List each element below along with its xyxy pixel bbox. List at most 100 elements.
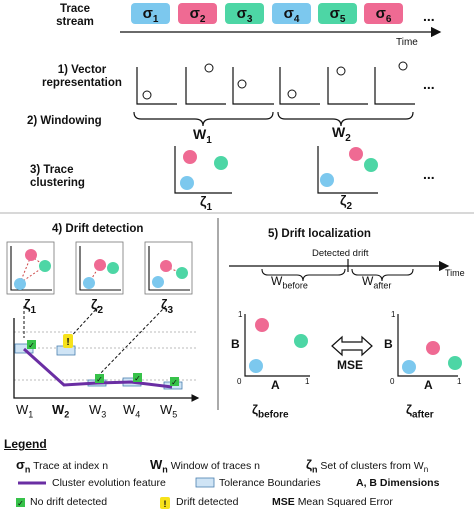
window-before-label: Wbefore: [271, 274, 308, 290]
legend-sigma: σn Trace at index n: [16, 458, 108, 477]
trace-token-4-base: σ: [283, 5, 294, 22]
check-mark-4: ✓: [134, 374, 141, 383]
zeta-before-sub: before: [258, 409, 289, 421]
trace-token-6: σ6: [364, 3, 403, 25]
trace-stream-label-line1: Trace: [59, 3, 91, 15]
x-label-w3-sub: 3: [101, 409, 107, 420]
legend-zeta: ζn Set of clusters from Wn: [306, 458, 428, 477]
window-after-base: W: [362, 274, 374, 288]
trace-token-3: σ3: [225, 3, 264, 25]
x-label-w2-sub: 2: [64, 409, 70, 420]
legend-w-base: W: [150, 457, 163, 472]
window-label-w1: W1: [193, 126, 212, 146]
drift-zeta-3-sub: 3: [167, 304, 174, 316]
trace-token-5: σ5: [318, 3, 357, 25]
step1-label-line1: 1) Vector: [57, 64, 107, 76]
x-label-w3: W3: [89, 402, 106, 420]
x-label-w2: W2: [52, 402, 69, 420]
step5-title: 5) Drift localization: [268, 228, 371, 240]
window-brace-1: [133, 111, 274, 127]
cluster-label-z1-sub: 1: [206, 201, 213, 213]
before-tick-1-x: 1: [305, 377, 310, 386]
cluster-label-z2-sub: 2: [346, 200, 353, 212]
legend-w-sub: n: [162, 464, 168, 475]
cluster-label-z1: ζ1: [200, 193, 212, 213]
step3-label-line2: clustering: [30, 177, 85, 189]
vector-plot-6: [374, 61, 415, 105]
legend-alert-mark: !: [164, 499, 167, 509]
window-label-w1-base: W: [193, 126, 207, 142]
vector-plot-5: [327, 66, 368, 105]
drift-zeta-1-base: ζ: [24, 296, 31, 312]
cluster-label-z1-base: ζ: [200, 193, 207, 209]
drift-cluster-plot-2: [75, 241, 124, 295]
cluster-plot-1: [174, 146, 232, 194]
vector-plot-1: [136, 67, 177, 105]
drift-zeta-3: ζ3: [161, 296, 173, 316]
trace-token-3-base: σ: [236, 5, 247, 22]
trace-stream-label: Trace stream: [44, 3, 106, 29]
step3-ellipsis: ...: [423, 166, 435, 182]
check-mark-5: ✓: [171, 378, 178, 387]
before-axis-a: A: [271, 378, 280, 392]
after-tick-1-y: 1: [391, 310, 396, 319]
trace-token-1-sub: 1: [152, 14, 159, 25]
before-axis-b: B: [231, 337, 240, 351]
trace-token-3-sub: 3: [246, 14, 253, 25]
legend-mse: MSE Mean Squared Error: [272, 496, 393, 509]
x-label-w4: W4: [123, 402, 140, 420]
drift-zeta-1-sub: 1: [30, 304, 37, 316]
x-label-w1-sub: 1: [28, 409, 34, 420]
drift-zeta-3-base: ζ: [161, 296, 168, 312]
trace-token-6-sub: 6: [385, 14, 392, 25]
zeta-before-label: ζbefore: [252, 402, 289, 421]
trace-stream-ellipsis: ...: [423, 8, 435, 24]
vector-plot-3: [232, 67, 274, 105]
step1-label: 1) Vector representation: [40, 64, 124, 90]
x-label-w5: W5: [160, 402, 177, 420]
step1-ellipsis: ...: [423, 76, 435, 92]
x-label-w5-base: W: [160, 402, 173, 417]
legend-window: Wn Window of traces n: [150, 458, 260, 477]
step3-label-line1: 3) Trace: [30, 164, 74, 176]
alert-mark: !: [66, 337, 69, 348]
cluster-plot-2: [317, 146, 378, 194]
drift-cluster-plot-3: [144, 241, 193, 295]
drift-zeta-2-sub: 2: [97, 304, 104, 316]
legend-cluster-text: Cluster evolution feature: [52, 477, 166, 489]
legend-sigma-base: σ: [16, 457, 25, 472]
x-label-w1-base: W: [16, 402, 29, 417]
trace-token-2-sub: 2: [199, 14, 206, 25]
check-mark-3: ✓: [96, 375, 103, 384]
legend-check-box: [16, 498, 25, 507]
drift-zeta-2: ζ2: [91, 296, 103, 316]
vector-plot-2: [185, 63, 226, 105]
after-tick-1-x: 1: [457, 377, 462, 386]
window-after-brace: [351, 268, 414, 282]
after-axis-a: A: [424, 378, 433, 392]
trace-token-1: σ1: [131, 3, 170, 25]
legend-check-text: No drift detected: [30, 496, 108, 508]
legend-w-text: Window of traces n: [170, 460, 260, 472]
trace-stream-time-label: Time: [396, 37, 418, 48]
step1-label-line2: representation: [42, 77, 122, 89]
zeta-after-label: ζafter: [406, 402, 434, 421]
legend-sigma-sub: n: [24, 464, 31, 475]
legend-z-sub: n: [312, 464, 318, 475]
mse-double-arrow: [331, 335, 373, 357]
zeta-after-sub: after: [412, 409, 434, 421]
legend-title: Legend: [4, 437, 47, 451]
trace-token-2-base: σ: [189, 5, 200, 22]
trace-token-4-sub: 4: [293, 14, 300, 25]
step3-label: 3) Trace clustering: [30, 164, 85, 190]
trace-stream-label-line2: stream: [56, 16, 94, 28]
before-tick-1-y: 1: [238, 310, 243, 319]
legend-tolerance-text: Tolerance Boundaries: [219, 477, 321, 489]
window-before-brace: [261, 268, 346, 282]
window-label-w2: W2: [332, 124, 351, 144]
legend-z-base: ζ: [306, 457, 312, 472]
before-cluster-plot: [244, 314, 310, 377]
trace-token-5-base: σ: [329, 5, 340, 22]
legend-ab-text: A, B Dimensions: [356, 477, 440, 489]
